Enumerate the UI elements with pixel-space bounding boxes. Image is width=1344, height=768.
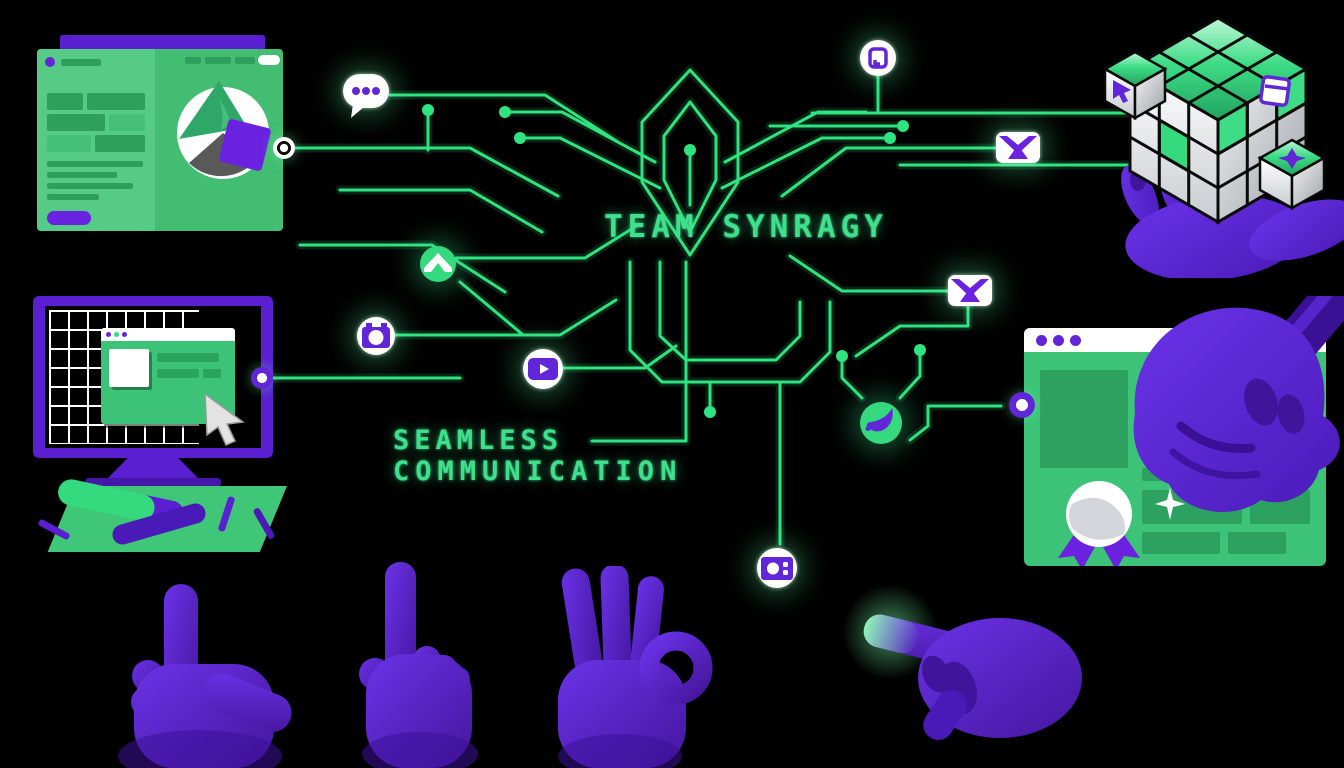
window-dot — [1036, 335, 1047, 346]
window-dot — [106, 332, 111, 337]
m-mail-icon — [420, 246, 456, 282]
video-call-icon — [757, 548, 797, 588]
artwork-title: TEAM SYNRAGY — [604, 209, 888, 245]
cube-in-hand — [1102, 16, 1344, 278]
abstract-pie-graphic — [177, 81, 271, 179]
monitor-screen — [45, 306, 261, 448]
connector-node — [251, 367, 273, 389]
hand-ok-gesture — [558, 566, 713, 768]
monitor-with-tools — [15, 290, 300, 558]
cta-pill-button — [47, 211, 91, 225]
subtitle-line-2: COMMUNICATION — [393, 456, 683, 487]
page-left-column — [37, 49, 155, 231]
award-ribbon — [1058, 481, 1140, 566]
cursor-arrow — [204, 394, 245, 446]
subtitle-line-1: SEAMLESS — [393, 425, 564, 456]
floating-block-star — [1257, 138, 1327, 211]
window-dot — [1070, 335, 1081, 346]
window-glyph — [1259, 75, 1291, 107]
avatar-dot — [45, 57, 55, 67]
fist-with-chisel — [1133, 296, 1344, 512]
screen-browser-window — [101, 328, 235, 424]
page-right-column — [155, 49, 283, 231]
header-bar — [61, 59, 101, 66]
monitor-base — [85, 478, 221, 487]
camera-icon — [357, 317, 395, 355]
check-bird-icon — [860, 402, 902, 444]
sparkle — [1155, 488, 1185, 520]
note-icon — [860, 40, 896, 76]
hand-l-gesture — [118, 584, 292, 768]
browser-window-with-chisel — [1009, 296, 1344, 568]
browser-window-top-left — [35, 33, 295, 238]
browser-tab-bar — [60, 35, 265, 51]
window-dot — [114, 332, 119, 337]
hand-pointing — [842, 584, 1082, 740]
connector-node — [1009, 392, 1035, 418]
artwork-subtitle: SEAMLESS COMMUNICATION — [393, 427, 682, 489]
mail-icon-mid — [948, 275, 992, 306]
nav-pill-button — [258, 55, 280, 65]
window-dot — [1053, 335, 1064, 346]
image-block — [1040, 370, 1128, 468]
browser-body — [37, 49, 283, 231]
hand-index-up — [359, 562, 478, 768]
block-cube — [1127, 16, 1309, 225]
video-play-icon — [523, 349, 563, 389]
floating-block-cursor — [1102, 50, 1168, 121]
mail-icon-top — [996, 132, 1040, 163]
monitor-frame — [33, 296, 273, 458]
connector-node — [273, 137, 295, 159]
image-placeholder — [109, 349, 149, 387]
monitor-stand — [108, 458, 198, 478]
chat-bubble-icon — [343, 74, 389, 118]
window-dot — [122, 332, 127, 337]
